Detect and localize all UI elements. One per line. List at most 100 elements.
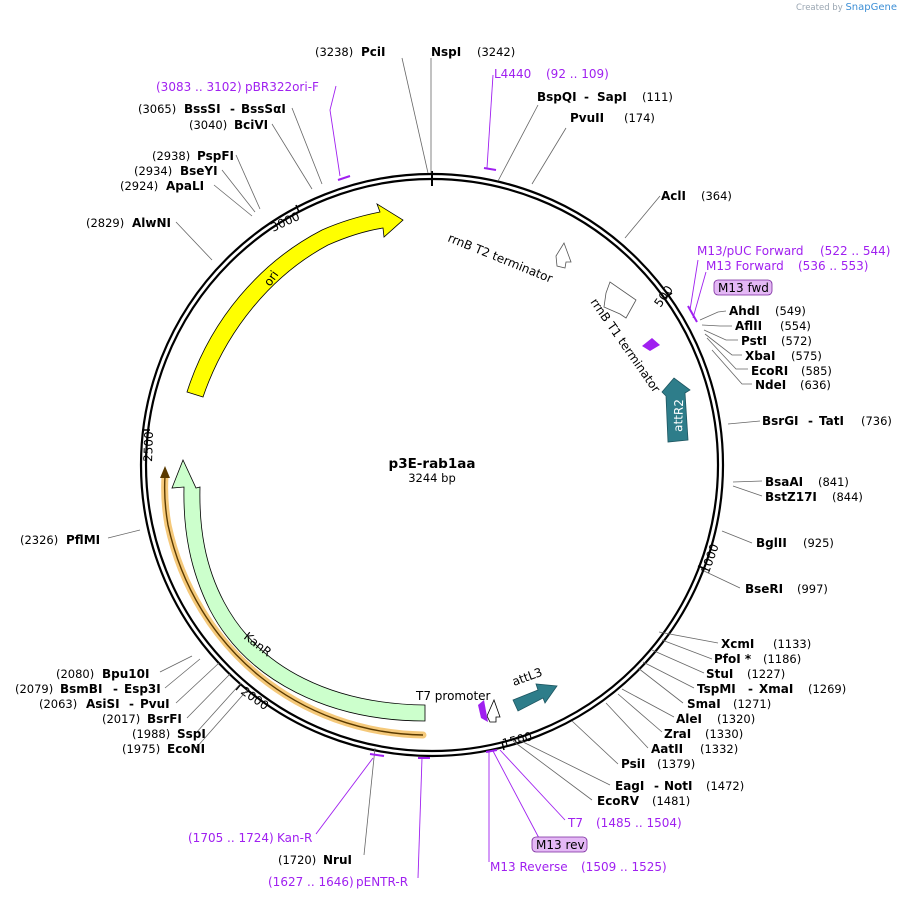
site-aflii-name: AflII <box>735 319 762 333</box>
site-xcmi-name: XcmI <box>721 637 754 651</box>
kanr-arrow <box>171 458 426 722</box>
site-bsrfi-pos: (2017) <box>102 712 140 726</box>
site-pfoi-name: PfoI * <box>714 652 752 666</box>
site-zrai-pos: (1330) <box>705 727 743 741</box>
tick-1500: 1500 <box>501 729 534 750</box>
site-psii-pos: (1379) <box>657 757 695 771</box>
site-esp3i-name: Esp3I <box>124 682 161 696</box>
ori-arrow <box>186 203 404 398</box>
site-xbai-name: XbaI <box>745 349 775 363</box>
site-bsssi-pos: (3065) <box>138 102 176 116</box>
t7-purple-marker <box>478 700 488 722</box>
primer-pentr-range: (1627 .. 1646) <box>268 875 354 889</box>
primer-leaders <box>315 74 707 879</box>
tick-1000-mark <box>697 565 707 570</box>
tick-1000: 1000 <box>698 542 722 575</box>
primer-m13fwd-name: M13 Forward <box>706 259 784 273</box>
site-aatii-pos: (1332) <box>700 742 738 756</box>
site-asisi-pos: (2063) <box>39 697 77 711</box>
primer-kanr-name: Kan-R <box>277 831 312 845</box>
site-bspqi-pos: (111) <box>642 90 673 104</box>
site-pspfi-pos: (2938) <box>152 149 190 163</box>
primer-l4440-name: L4440 <box>494 67 531 81</box>
rrnb-t1-purple-marker <box>642 338 660 351</box>
site-econi-name: EcoNI <box>167 742 205 756</box>
site-eagi-name: EagI <box>615 779 644 793</box>
site-pvuii-name: PvuII <box>570 111 604 125</box>
site-bseyi-name: BseYI <box>180 164 218 178</box>
site-smai-name: SmaI <box>687 697 721 711</box>
site-bspqi-dash: - <box>584 90 589 104</box>
site-alwni-name: AlwNI <box>132 216 171 230</box>
t7-promoter-arrow <box>486 698 501 723</box>
site-bstz17i-pos: (844) <box>832 490 863 504</box>
site-pfoi-pos: (1186) <box>763 652 801 666</box>
site-bsrfi-name: BsrFI <box>147 712 182 726</box>
tick-1500-mark <box>501 741 505 751</box>
pentr-primer-arc <box>161 472 427 739</box>
site-xmai-name: XmaI <box>759 682 793 696</box>
site-bsmbi-dash: - <box>113 682 118 696</box>
primer-kanr-range: (1705 .. 1724) <box>188 831 274 845</box>
primer-t7-range: (1485 .. 1504) <box>596 816 682 830</box>
site-tati-name: TatI <box>819 414 844 428</box>
feature-rrnb-t2-label: rrnB T2 terminator <box>446 231 555 286</box>
site-ecorv-pos: (1481) <box>652 794 690 808</box>
m13puc-tick <box>687 305 698 323</box>
site-leaders <box>107 57 763 856</box>
primer-pbr322-name: pBR322ori-F <box>245 80 319 94</box>
pbr322-tick <box>337 175 351 181</box>
site-bseri-pos: (997) <box>797 582 828 596</box>
watermark: Created by SnapGene <box>795 2 897 13</box>
snapgene-logo: SnapGene <box>845 2 897 13</box>
site-bsaai-name: BsaAI <box>765 475 803 489</box>
site-alei-name: AleI <box>676 712 702 726</box>
rrnb-t1-arrow <box>603 281 637 319</box>
site-acli-pos: (364) <box>701 189 732 203</box>
rrnb-t2-arrow <box>555 242 572 269</box>
tick-2500: 2500 <box>141 431 156 462</box>
plasmid-name: p3E-rab1aa <box>389 456 476 472</box>
primer-t7-name: T7 <box>567 816 583 830</box>
site-eagi-pos: (1472) <box>706 779 744 793</box>
site-pvui-name: PvuI <box>140 697 170 711</box>
tick-3000-mark <box>295 204 300 213</box>
primer-m13fwd-range: (536 .. 553) <box>798 259 868 273</box>
site-tspmi-dash: - <box>748 682 753 696</box>
site-alwni-pos: (2829) <box>86 216 124 230</box>
feature-attr2-label: attR2 <box>671 399 686 432</box>
site-apali-pos: (2924) <box>120 179 158 193</box>
primer-pentr-name: pENTR-R <box>356 875 408 889</box>
site-bseyi-pos: (2934) <box>134 164 172 178</box>
site-xbai-pos: (575) <box>791 349 822 363</box>
attr2-arrow <box>661 377 691 443</box>
site-econi-pos: (1975) <box>122 742 160 756</box>
site-nspi-pos: (3242) <box>477 45 515 59</box>
site-ahdi-pos: (549) <box>775 304 806 318</box>
site-nrui-pos: (1720) <box>278 853 316 867</box>
site-sspi-name: SspI <box>177 727 206 741</box>
site-psti-name: PstI <box>741 334 767 348</box>
site-asisi-dash: - <box>129 697 134 711</box>
site-bpu10i-name: Bpu10I <box>102 667 149 681</box>
site-nspi-name: NspI <box>431 45 461 59</box>
site-tspmi-pos: (1269) <box>808 682 846 696</box>
site-zrai-name: ZraI <box>664 727 691 741</box>
site-sspi-pos: (1988) <box>132 727 170 741</box>
plasmid-length: 3244 bp <box>408 471 456 485</box>
site-noti-name: NotI <box>664 779 693 793</box>
site-ndei-name: NdeI <box>755 378 786 392</box>
primer-m13rev-range: (1509 .. 1525) <box>581 860 667 874</box>
site-eagi-dash: - <box>654 779 659 793</box>
pentr-primer-arc-line <box>163 475 424 736</box>
site-bcivi-pos: (3040) <box>189 118 227 132</box>
primer-pbr322-range: (3083 .. 3102) <box>156 80 242 94</box>
site-psii-name: PsiI <box>621 757 645 771</box>
site-stui-name: StuI <box>706 667 733 681</box>
site-nrui-name: NruI <box>323 853 352 867</box>
site-bseri-name: BseRI <box>745 582 783 596</box>
attl3-arrow <box>512 683 558 712</box>
site-apali-name: ApaLI <box>166 179 204 193</box>
site-bsrgi-dash: - <box>808 414 813 428</box>
site-ecorv-name: EcoRV <box>597 794 640 808</box>
